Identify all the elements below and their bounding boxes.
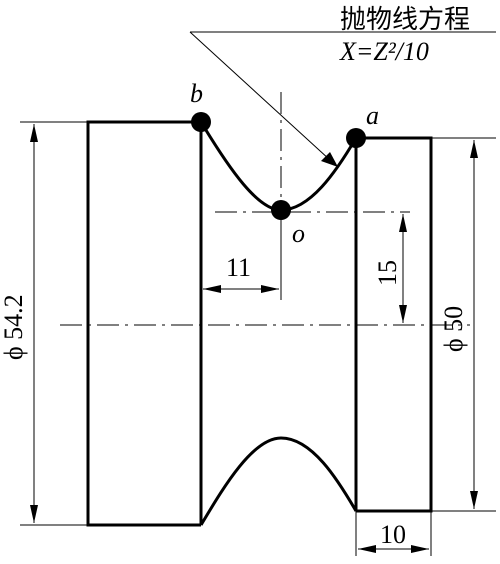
point-b-label: b [190,79,203,108]
dim-outer-diameter: ϕ 54.2 [0,124,38,523]
dim-depth-15: 15 [373,214,407,323]
key-points: b a o [190,79,379,248]
dim-depth-15-arrow-bottom [399,305,407,323]
dim-offset-11-arrow-right [261,285,279,293]
point-a-marker [346,128,366,148]
dim-outer-diameter-arrow-top [30,124,38,142]
annotation-leader-arrowhead [321,152,338,167]
annotation-title: 抛物线方程 [340,5,470,34]
lower-parabola-curve [199,436,358,526]
dim-depth-15-arrow-top [399,214,407,232]
part-outline [86,120,433,527]
point-o-label: o [292,219,305,248]
dim-outer-diameter-arrow-bottom [30,505,38,523]
dim-right-diameter-text: ϕ 50 [439,306,468,352]
point-b-marker [191,112,211,132]
point-a-label: a [366,101,379,130]
upper-parabola-curve [199,121,358,212]
annotation-leader-line [189,31,331,161]
dim-offset-11-arrow-left [203,285,221,293]
annotation-equation: X=Z²/10 [339,37,429,66]
dim-right-diameter: ϕ 50 [439,140,478,509]
dim-right-width-text: 10 [380,520,406,549]
dim-offset-11: 11 [203,253,279,293]
dim-right-width-arrow-right [411,545,429,553]
center-lines [60,92,470,326]
dim-right-diameter-arrow-bottom [470,491,478,509]
dim-depth-15-text: 15 [373,260,402,286]
left-flange-outline [86,120,201,527]
extension-lines [20,121,496,556]
equation-annotation: 抛物线方程 X=Z²/10 [189,5,496,167]
dim-outer-diameter-text: ϕ 54.2 [0,294,28,360]
dim-right-width: 10 [358,520,429,553]
dim-right-diameter-arrow-top [470,140,478,158]
dim-right-width-arrow-left [358,545,376,553]
dim-offset-11-text: 11 [226,253,251,282]
